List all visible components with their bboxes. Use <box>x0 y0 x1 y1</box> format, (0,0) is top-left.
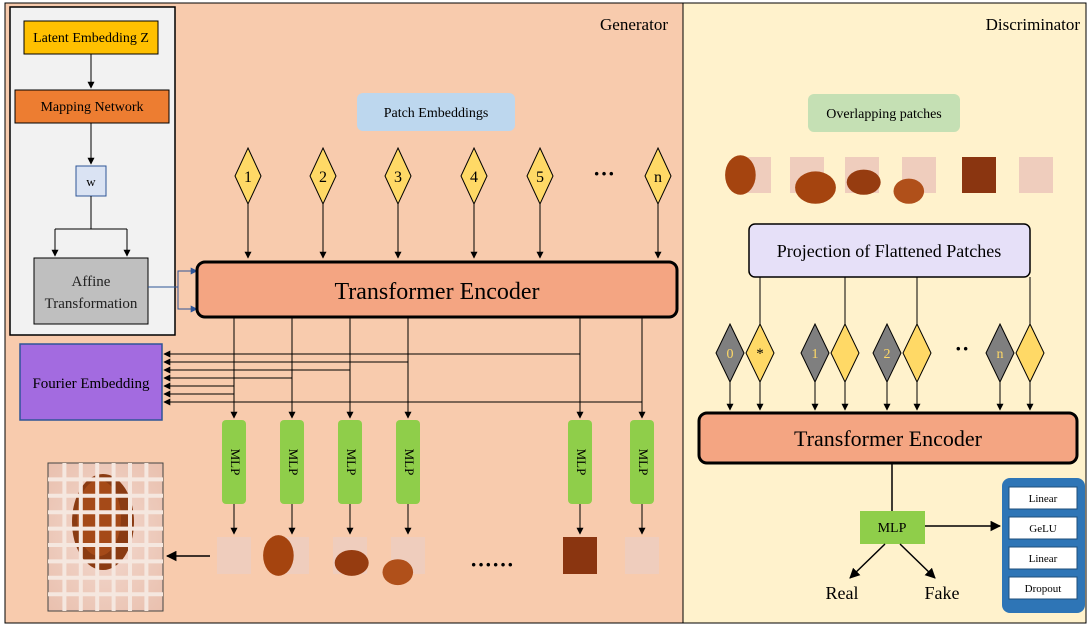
discriminator-position-label: 2 <box>884 347 891 362</box>
fourier-embedding-box <box>19 343 163 421</box>
generator-token-ellipsis: ··· <box>593 161 615 186</box>
generator-output-patch <box>333 537 369 576</box>
discriminator-panel: Discriminator Overlapping patches Projec… <box>682 2 1087 624</box>
latent-embedding-label: Latent Embedding Z <box>33 31 149 46</box>
generator-mlp-label: MLP <box>228 449 243 476</box>
discriminator-position-label: 1 <box>812 347 819 362</box>
discriminator-input-patches <box>725 155 1053 204</box>
discriminator-transformer-encoder <box>697 411 1079 465</box>
generator-token-label: n <box>654 169 662 186</box>
mlp-to-fake-arrow <box>899 543 936 579</box>
generator-output-patch <box>263 535 309 576</box>
discriminator-position-label: 0 <box>727 347 734 362</box>
mlp-layer-label: Dropout <box>1025 583 1062 595</box>
generator-token-label: 5 <box>536 169 544 186</box>
mlp-layer-box <box>1008 576 1078 600</box>
mlp-layer-label: Linear <box>1029 493 1058 505</box>
generator-encoder-label: Transformer Encoder <box>334 279 539 305</box>
generator-mlp-block <box>568 420 592 504</box>
generator-panel: Generator Latent Embedding Z Mapping Net… <box>4 2 684 624</box>
discriminator-mlp-label: MLP <box>878 521 907 536</box>
mlp-layer-box <box>1008 546 1078 570</box>
discriminator-input-patch <box>790 157 836 204</box>
mlp-layer-box <box>1008 516 1078 540</box>
mlp-layer-label: GeLU <box>1029 523 1057 535</box>
projection-label: Projection of Flattened Patches <box>777 241 1001 261</box>
discriminator-title: Discriminator <box>986 15 1081 34</box>
generator-output-patch <box>563 537 597 574</box>
discriminator-input-patch <box>845 157 881 195</box>
generator-token-label: 3 <box>394 169 402 186</box>
mapping-network-box <box>14 89 170 124</box>
affine-label-line2: Transformation <box>45 296 138 312</box>
discriminator-position-label: n <box>997 347 1004 362</box>
discriminator-cls-label: * <box>756 346 764 362</box>
w-label: w <box>86 174 96 189</box>
generator-output-patch <box>382 537 425 586</box>
generator-token-label: 4 <box>470 169 478 186</box>
latent-embedding-box <box>23 20 159 55</box>
generator-mlp-column-set: MLP MLP MLP MLP MLP MLP <box>222 317 654 535</box>
generator-mlp-block <box>338 420 362 504</box>
overlapping-patches-box <box>808 94 960 132</box>
generator-mlp-block <box>280 420 304 504</box>
affine-transformation-box <box>33 257 149 325</box>
discriminator-encoder-label: Transformer Encoder <box>794 426 983 451</box>
assembled-output-image <box>47 462 164 612</box>
overlapping-patches-label: Overlapping patches <box>826 107 941 122</box>
discriminator-token-row: 0 * 1 2 n <box>715 277 1045 411</box>
generator-token-label: 1 <box>244 169 252 186</box>
discriminator-token-ellipsis: ·· <box>955 336 970 361</box>
affine-to-encoder-arrow-bottom <box>177 287 198 313</box>
mlp-to-real-arrow <box>849 543 886 579</box>
generator-mlp-label: MLP <box>344 449 359 476</box>
fake-label: Fake <box>925 583 960 603</box>
generator-title: Generator <box>600 15 668 34</box>
generator-transformer-encoder <box>195 260 679 319</box>
discriminator-input-patch <box>962 157 996 193</box>
patch-embeddings-box <box>357 93 515 131</box>
discriminator-input-patch <box>1019 157 1053 193</box>
generator-mlp-block <box>630 420 654 504</box>
generator-token-row: 1 2 3 4 5 n <box>234 146 672 259</box>
affine-to-encoder-arrow-top <box>148 267 198 288</box>
real-label: Real <box>826 583 859 603</box>
affine-label-line1: Affine <box>72 274 111 290</box>
generator-mlp-label: MLP <box>402 449 417 476</box>
discriminator-input-patch <box>725 155 771 195</box>
generator-token-label: 2 <box>319 169 327 186</box>
fourier-embedding-label: Fourier Embedding <box>32 376 150 392</box>
generator-output-patch <box>217 537 251 574</box>
generator-output-ellipsis: ······ <box>470 552 514 577</box>
generator-output-patches <box>217 535 659 586</box>
mlp-layer-box <box>1008 486 1078 510</box>
projection-box <box>748 223 1031 278</box>
patch-embeddings-label: Patch Embeddings <box>384 106 489 121</box>
discriminator-mlp-box <box>860 511 925 544</box>
generator-output-patch <box>625 537 659 574</box>
generator-mlp-label: MLP <box>286 449 301 476</box>
mlp-layer-label: Linear <box>1029 553 1058 565</box>
fourier-connection-lines <box>163 350 642 406</box>
discriminator-input-patch <box>893 157 936 204</box>
mapping-network-label: Mapping Network <box>40 100 143 115</box>
generator-mlp-label: MLP <box>636 449 651 476</box>
generator-mlp-block <box>222 420 246 504</box>
generator-mlp-block <box>396 420 420 504</box>
w-box <box>75 165 107 197</box>
generator-mlp-label: MLP <box>574 449 589 476</box>
